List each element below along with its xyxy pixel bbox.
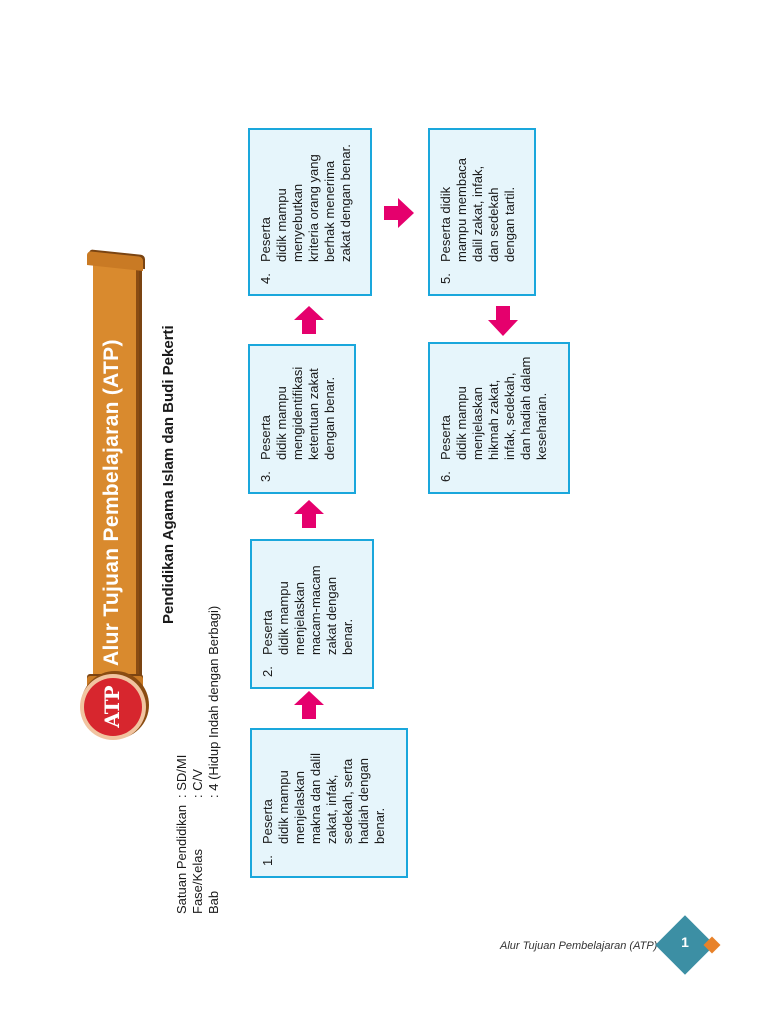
step-box-3: 3. Peserta didik mampu mengidentifikasi k… [248,344,356,494]
step-number: 4. [258,273,273,284]
arrow-5-to-6-icon [488,306,518,336]
step-box-4: 4. Peserta didik mampu menyebutkan kriter… [248,128,372,296]
arrow-1-to-2-icon [294,691,324,719]
subject-subtitle: Pendidikan Agama Islam dan Budi Pekerti [160,325,177,624]
step-text: Peserta didik mampu menjelaskan hikmah z… [438,356,549,460]
title-banner: Alur Tujuan Pembelajaran (ATP) [93,262,139,686]
step-text: Peserta didik mampu menyebutkan kriteria… [258,144,353,262]
step-number: 1. [260,855,275,866]
meta-value: : SD/MI [174,754,189,798]
step-text: Peserta didik mampu membaca dalil zakat,… [438,157,517,262]
arrow-3-to-4-icon [294,306,324,334]
step-box-6: 6. Peserta didik mampu menjelaskan hikmah… [428,342,570,494]
atp-logo: ATP [84,678,142,736]
step-number: 3. [258,471,273,482]
meta-row: Satuan Pendidikan : SD/MI [174,606,190,914]
step-box-1: 1. Peserta didik mampu menjelaskan makna … [250,728,408,878]
meta-value: : 4 (Hidup Indah dengan Berbagi) [206,605,221,798]
step-box-2: 2. Peserta didik mampu menjelaskan macam-… [250,539,374,689]
meta-info: Satuan Pendidikan : SD/MI Fase/Kelas : C… [174,606,222,914]
step-number: 6. [438,471,453,482]
arrow-4-to-5-icon [384,198,414,228]
page-number: 1 [681,934,689,950]
step-text: Peserta didik mampu mengidentifikasi ket… [258,366,337,460]
step-text: Peserta didik mampu menjelaskan makna da… [260,752,387,844]
step-number: 2. [260,666,275,677]
meta-key: Satuan Pendidikan [174,804,189,914]
meta-key: Fase/Kelas [190,848,205,914]
arrow-2-to-3-icon [294,500,324,528]
logo-text: ATP [100,686,124,728]
meta-row: Fase/Kelas : C/V [190,606,206,914]
step-text: Peserta didik mampu menjelaskan macam-ma… [260,565,355,655]
footer-label: Alur Tujuan Pembelajaran (ATP) [500,940,658,952]
meta-row: Bab : 4 (Hidup Indah dengan Berbagi) [206,606,222,914]
meta-value: : C/V [190,769,205,798]
step-box-5: 5. Peserta didik mampu membaca dalil zaka… [428,128,536,296]
meta-key: Bab [206,890,221,914]
step-number: 5. [438,273,453,284]
page-title: Alur Tujuan Pembelajaran (ATP) [100,339,123,666]
